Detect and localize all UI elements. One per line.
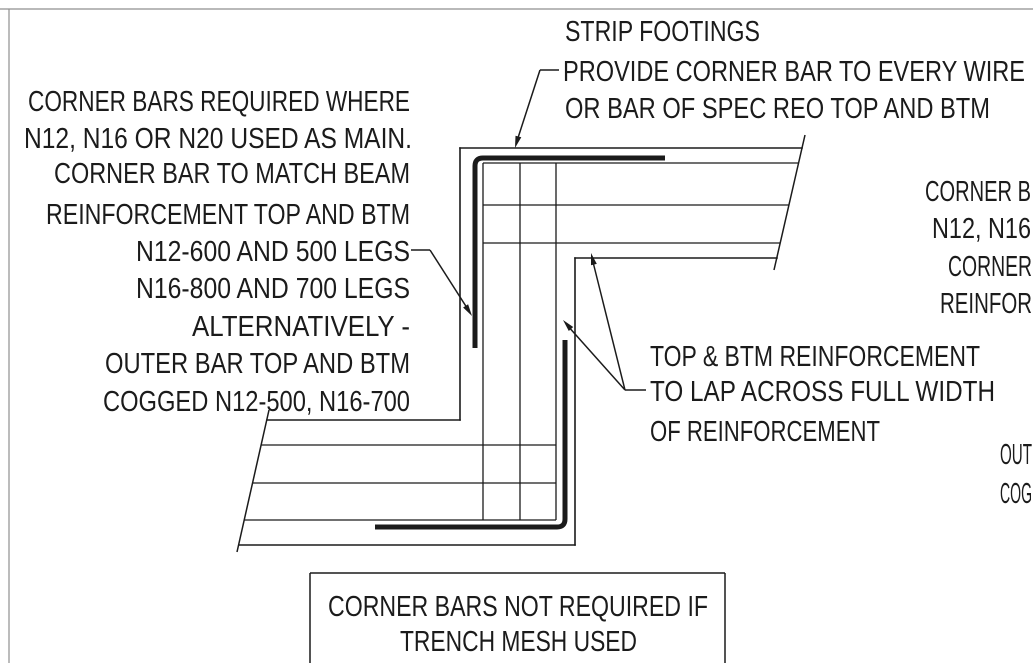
cropped-note-line: COG (1000, 478, 1032, 510)
boxed-note-line: TRENCH MESH USED (400, 626, 637, 658)
strip-footings-title: STRIP FOOTINGS (565, 16, 760, 48)
strip-note-leader-arrowhead (515, 135, 522, 148)
corner-bar-note: CORNER BARS REQUIRED WHERE N12, N16 OR N… (24, 86, 412, 418)
strip-footings-note-line: PROVIDE CORNER BAR TO EVERY WIRE (563, 56, 1025, 88)
cropped-right-note: CORNER B N12, N16 CORNER REINFOR OUT COG (925, 176, 1032, 510)
corner-bar-note-line: REINFORCEMENT TOP AND BTM (46, 199, 410, 231)
break-lines (236, 134, 806, 553)
strip-note-leader (515, 69, 541, 145)
footing-outline (238, 147, 803, 546)
corner-bars (375, 155, 665, 530)
reinforcement-mesh (244, 162, 799, 521)
corner-bar-note-line: N16-800 AND 700 LEGS (136, 273, 410, 305)
lap-note-line: TOP & BTM REINFORCEMENT (650, 341, 980, 373)
cropped-note-line: OUT (1000, 439, 1032, 471)
cropped-note-line: REINFOR (940, 288, 1032, 320)
legs-note-leader-arrowhead (463, 304, 472, 316)
cropped-note-line: CORNER B (925, 176, 1031, 208)
corner-bar-note-line: N12-600 AND 500 LEGS (136, 236, 410, 268)
upper-footing-break-line (773, 134, 806, 271)
boxed-note: CORNER BARS NOT REQUIRED IF TRENCH MESH … (309, 572, 726, 663)
cropped-note-line: CORNER (948, 251, 1032, 283)
legs-note-leader (429, 249, 470, 312)
leaders (411, 69, 646, 391)
lap-note-upper-arrowhead (591, 253, 597, 266)
inner-corner-bar (375, 340, 568, 530)
corner-bar-note-line: CORNER BAR TO MATCH BEAM (54, 158, 410, 190)
outer-corner-bar (472, 155, 665, 348)
lower-footing-break-line (236, 409, 270, 553)
strip-footings-note: STRIP FOOTINGS PROVIDE CORNER BAR TO EVE… (563, 16, 1025, 125)
strip-footings-note-line: OR BAR OF SPEC REO TOP AND BTM (565, 93, 990, 125)
corner-bar-note-line: N12, N16 OR N20 USED AS MAIN. (24, 123, 412, 155)
lap-note: TOP & BTM REINFORCEMENT TO LAP ACROSS FU… (650, 341, 995, 448)
sheet-frame (0, 8, 1033, 663)
corner-bar-note-line: COGGED N12-500, N16-700 (103, 386, 410, 418)
corner-bar-note-line: OUTER BAR TOP AND BTM (105, 348, 410, 380)
lap-note-lower-arrowhead (563, 320, 574, 331)
cropped-note-line: N12, N16 (932, 213, 1031, 245)
corner-bar-note-line: ALTERNATIVELY - (192, 311, 410, 343)
lap-note-leader-lower (566, 324, 626, 391)
boxed-note-line: CORNER BARS NOT REQUIRED IF (328, 591, 708, 623)
corner-bar-note-line: CORNER BARS REQUIRED WHERE (28, 86, 410, 118)
lap-note-leader-upper (591, 257, 626, 391)
lap-note-line: TO LAP ACROSS FULL WIDTH (650, 376, 995, 408)
lap-note-line: OF REINFORCEMENT (650, 416, 880, 448)
